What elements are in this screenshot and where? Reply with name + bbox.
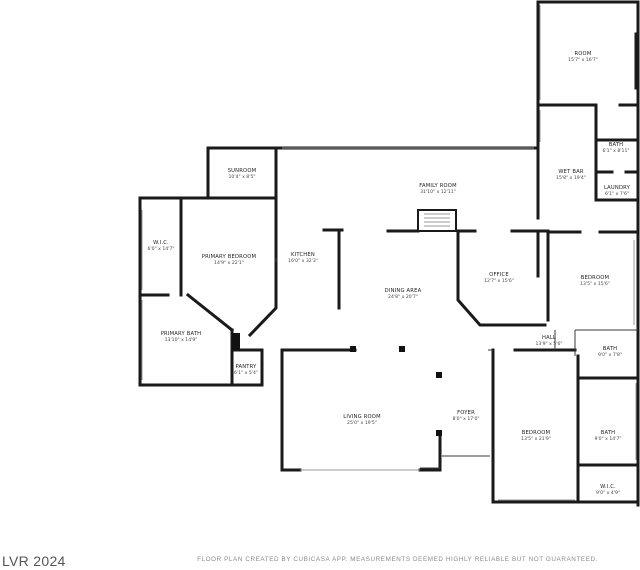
room-label-wic-right: W.I.C.9'0" x 4'9"	[596, 484, 620, 496]
room-dimensions: 6'1" x 5'4"	[234, 370, 258, 376]
room-name: BATH	[601, 430, 616, 436]
disclaimer: FLOOR PLAN CREATED BY CUBICASA APP. MEAS…	[197, 556, 598, 563]
room-name: LIVING ROOM	[343, 414, 381, 420]
room-name: W.I.C.	[153, 240, 169, 246]
room-dimensions: 13'10" x 14'9"	[165, 337, 198, 343]
room-name: OFFICE	[489, 272, 509, 278]
room-name: LAUNDRY	[604, 185, 631, 191]
room-dimensions: 6'0" x 14'7"	[147, 246, 174, 252]
room-name: WET BAR	[558, 169, 584, 175]
room-dimensions: 16'0" x 32'3"	[288, 258, 318, 264]
fireplace-icon	[417, 209, 457, 232]
room-dimensions: 9'0" x 14'7"	[594, 436, 621, 442]
room-dimensions: 15'7" x 16'7"	[568, 57, 598, 63]
columns	[232, 333, 442, 436]
room-name: ROOM	[574, 51, 591, 57]
room-dimensions: 9'0" x 4'9"	[596, 490, 620, 496]
room-name: KITCHEN	[291, 252, 315, 258]
room-dimensions: 6'1" x 7'6"	[605, 191, 629, 197]
room-dimensions: 13'5" x 21'9"	[521, 436, 551, 442]
room-name: SUNROOM	[228, 168, 257, 174]
room-name: DINING AREA	[385, 288, 422, 294]
room-dimensions: 12'7" x 15'6"	[484, 278, 514, 284]
room-dimensions: 24'8" x 20'7"	[388, 294, 418, 300]
room-name: HALL	[542, 335, 556, 341]
room-name: PANTRY	[235, 364, 257, 370]
watermark: LVR 2024	[2, 553, 66, 569]
room-dimensions: 31'10" x 12'11"	[420, 189, 456, 195]
room-name: W.I.C.	[600, 484, 616, 490]
room-dimensions: 10'4" x 8'5"	[228, 174, 255, 180]
room-dimensions: 25'0" x 19'5"	[347, 420, 377, 426]
room-dimensions: 13'5" x 15'6"	[580, 281, 610, 287]
room-name: BATH	[609, 142, 624, 148]
room-name: PRIMARY BATH	[161, 331, 202, 337]
room-dimensions: 13'9" x 5'6"	[535, 341, 562, 347]
room-dimensions: 9'0" x 7'8"	[598, 352, 622, 358]
room-dimensions: 15'8" x 19'4"	[556, 175, 586, 181]
room-name: BEDROOM	[581, 275, 609, 281]
room-name: BEDROOM	[522, 430, 550, 436]
room-name: FOYER	[457, 410, 475, 416]
room-dimensions: 8'0" x 17'0"	[452, 416, 479, 422]
room-name: FAMILY ROOM	[419, 183, 457, 189]
thin-lines	[141, 5, 638, 501]
room-label-wic-left: W.I.C.6'0" x 14'7"	[147, 240, 174, 252]
room-dimensions: 6'1" x 8'11"	[602, 148, 629, 154]
room-dimensions: 14'9" x 22'1"	[214, 260, 244, 266]
room-name: PRIMARY BEDROOM	[202, 254, 256, 260]
room-name: BATH	[603, 346, 618, 352]
